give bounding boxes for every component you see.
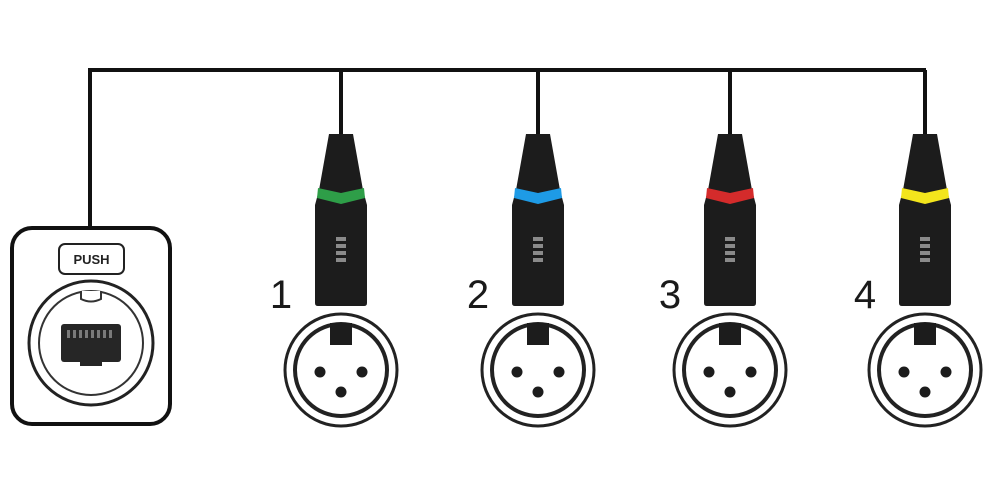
channel-number: 2 [467, 273, 489, 317]
xlr-face [283, 312, 399, 428]
latch-notch [80, 291, 102, 303]
push-label: PUSH [73, 252, 109, 267]
trunk-cable [88, 68, 926, 228]
grip-ridges [533, 237, 543, 262]
channel-2: 2 [467, 70, 596, 428]
grip-ridges [336, 237, 346, 262]
channel-breakouts: 1 2 3 4 [270, 70, 983, 428]
ethercon-socket: PUSH [10, 226, 172, 426]
xlr-plug-body [512, 134, 564, 306]
channel-number: 1 [270, 273, 292, 317]
xlr-plug-body [315, 134, 367, 306]
xlr-plug-body [704, 134, 756, 306]
xlr-face [672, 312, 788, 428]
grip-ridges [725, 237, 735, 262]
color-ring [901, 188, 949, 204]
xlr-face [480, 312, 596, 428]
channel-number: 4 [854, 273, 876, 317]
color-ring [317, 188, 365, 204]
channel-4: 4 [854, 70, 983, 428]
rj45-port-icon [61, 324, 121, 366]
grip-ridges [920, 237, 930, 262]
push-latch [58, 243, 125, 275]
xlr-face [867, 312, 983, 428]
color-ring [514, 188, 562, 204]
channel-number: 3 [659, 273, 681, 317]
color-ring [706, 188, 754, 204]
channel-1: 1 [270, 70, 399, 428]
xlr-plug-body [899, 134, 951, 306]
channel-3: 3 [659, 70, 788, 428]
